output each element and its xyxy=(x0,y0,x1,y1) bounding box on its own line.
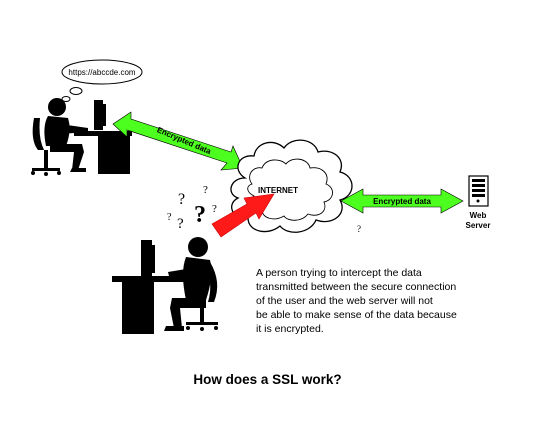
encrypted-arrow-user-internet: Encrypted data xyxy=(112,111,244,171)
question-mark-6: ? xyxy=(177,216,184,232)
description-line-1: A person trying to intercept the data xyxy=(256,267,422,279)
intercept-arrow xyxy=(211,193,275,238)
description-paragraph: A person trying to intercept the data tr… xyxy=(256,267,457,335)
server-label-line1: Web xyxy=(470,211,487,220)
diagram-caption: How does a SSL work? xyxy=(193,372,342,387)
description-line-3: of the user and the web server will not xyxy=(256,295,433,307)
thought-bubble: https://abccde.com xyxy=(61,59,143,102)
encrypted-arrow-internet-server: Encrypted data xyxy=(340,188,464,214)
encrypted-data-label-2: Encrypted data xyxy=(373,197,431,206)
internet-label: INTERNET xyxy=(258,186,298,195)
description-line-5: it is encrypted. xyxy=(256,323,324,335)
question-marks: ? ? ? ? ? ? ? xyxy=(167,184,361,234)
url-text: https://abccde.com xyxy=(68,68,135,77)
description-line-4: be able to make sense of the data becaus… xyxy=(256,309,457,321)
interceptor-at-computer xyxy=(112,237,218,334)
web-server-icon: Web Server xyxy=(466,175,491,230)
question-mark-5: ? xyxy=(167,212,172,223)
user-at-computer xyxy=(31,98,132,176)
question-mark-4: ? xyxy=(212,203,217,215)
description-line-2: transmitted between the secure connectio… xyxy=(256,281,456,293)
question-mark-2: ? xyxy=(203,184,208,196)
question-mark-7: ? xyxy=(357,224,361,234)
internet-cloud: INTERNET xyxy=(230,139,353,233)
question-mark-1: ? xyxy=(178,191,185,208)
question-mark-3: ? xyxy=(194,202,206,228)
server-label-line2: Server xyxy=(466,221,491,230)
